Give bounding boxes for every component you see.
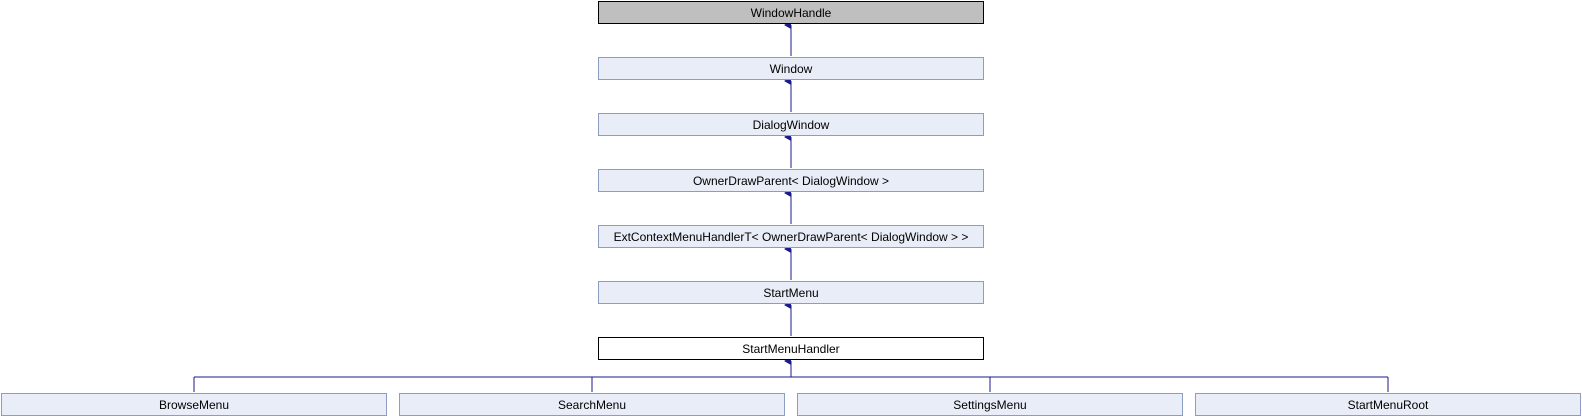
children-edges — [193, 357, 1389, 392]
class-node-settingsmenu[interactable]: SettingsMenu — [797, 393, 1183, 416]
class-node-browsemenu[interactable]: BrowseMenu — [1, 393, 387, 416]
class-node-dialogwindow[interactable]: DialogWindow — [598, 113, 984, 136]
class-node-startmenuroot[interactable]: StartMenuRoot — [1195, 393, 1581, 416]
class-node-startmenu[interactable]: StartMenu — [598, 281, 984, 304]
class-node-startmenuhandler: StartMenuHandler — [598, 337, 984, 360]
class-node-searchmenu[interactable]: SearchMenu — [399, 393, 785, 416]
class-node-windowhandle[interactable]: WindowHandle — [598, 1, 984, 24]
class-node-ownerdrawparent[interactable]: OwnerDrawParent< DialogWindow > — [598, 169, 984, 192]
class-node-window[interactable]: Window — [598, 57, 984, 80]
class-node-extcontextmenuhandlert[interactable]: ExtContextMenuHandlerT< OwnerDrawParent<… — [598, 225, 984, 248]
